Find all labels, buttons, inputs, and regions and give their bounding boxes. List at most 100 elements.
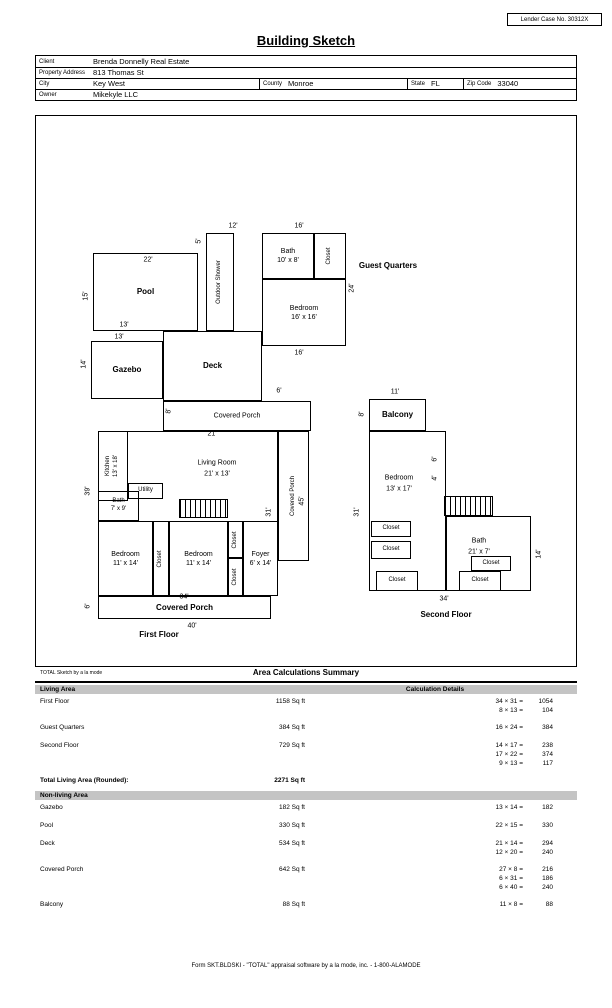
- county-cell: County Monroe: [259, 79, 407, 89]
- summary-row-area: 384 Sq ft: [278, 724, 305, 731]
- dimension-label: Living Room: [197, 459, 237, 467]
- summary-row-name: Deck: [40, 840, 55, 847]
- state-value: FL: [431, 79, 440, 88]
- dimension-label: 34': [179, 593, 189, 601]
- dimension-label: 31': [353, 507, 361, 517]
- second-floor-main-room: [369, 431, 446, 591]
- summary-row-name: Pool: [40, 822, 54, 829]
- page-title: Building Sketch: [256, 33, 356, 48]
- dimension-label: 14': [535, 549, 543, 559]
- dimension-label: 14': [80, 359, 88, 369]
- dimension-label: 15': [82, 291, 90, 301]
- dimension-label: 13': [119, 321, 129, 329]
- lender-case-text: Lender Case No. 30312X: [520, 16, 589, 23]
- dimension-label: 45': [298, 496, 306, 506]
- form-footer: Form SKT.BLDSKI - "TOTAL" appraisal soft…: [191, 963, 421, 969]
- summary-row-calcs: 16 × 24 =384: [495, 724, 553, 731]
- dimension-label: 22': [143, 256, 153, 264]
- sf-closet-3-label: Closet: [482, 559, 500, 566]
- sf-closet-1-room: Closet: [371, 521, 411, 537]
- zip-cell: Zip Code 33040: [463, 79, 576, 89]
- summary-row: Guest Quarters 384 Sq ft 16 × 24 =384: [35, 724, 577, 734]
- owner-value: Mikekyle LLC: [93, 90, 139, 99]
- dimension-label: 34': [439, 595, 449, 603]
- total-living-area-value: 2271 Sq ft: [274, 777, 305, 784]
- closet-hall-lower-label: Closet: [231, 568, 238, 586]
- deck-room: Deck: [163, 331, 262, 401]
- sf-closet-1-label: Closet: [382, 525, 400, 532]
- summary-row-name: Covered Porch: [40, 866, 84, 873]
- floor-title-label: Guest Quarters: [358, 261, 418, 270]
- nonliving-area-header: Non-living Area: [35, 791, 577, 800]
- info-row-address: Property Address 813 Thomas St: [36, 67, 576, 78]
- summary-row-name: Balcony: [40, 901, 64, 908]
- summary-row-calcs: 11 × 8 =88: [499, 901, 553, 908]
- closet-hall-upper-label: Closet: [231, 530, 238, 549]
- dimension-label: 13': [114, 333, 124, 341]
- zip-value: 33040: [497, 79, 519, 88]
- living-area-header: Living Area Calculation Details: [35, 685, 577, 694]
- dimension-label: 21' x 13': [204, 470, 230, 478]
- sf-closet-4-label: Closet: [388, 577, 406, 584]
- dimension-label: 21': [207, 430, 217, 438]
- client-value: Brenda Donnelly Real Estate: [93, 56, 190, 66]
- dimension-label: 24': [348, 283, 356, 293]
- info-row-city: City Key West County Monroe State FL Zip…: [36, 78, 576, 89]
- outdoor-shower-label: Outdoor Shower: [216, 260, 223, 304]
- covered-porch-top-label: Covered Porch: [213, 412, 261, 420]
- summary-row-area: 182 Sq ft: [278, 804, 305, 811]
- owner-label: Owner: [39, 92, 57, 98]
- dimension-label: 31': [265, 507, 273, 517]
- utility-label: Utility: [138, 487, 153, 494]
- summary-row-name: Second Floor: [40, 742, 79, 749]
- summary-row-area: 1158 Sq ft: [275, 698, 305, 705]
- dimension-label: 12': [228, 222, 238, 230]
- closet-between-bedrooms-room: Closet: [153, 521, 169, 596]
- dimension-label: 39': [84, 486, 92, 496]
- summary-row-name: Gazebo: [40, 804, 63, 811]
- county-label: County: [263, 81, 283, 87]
- deck-label: Deck: [202, 360, 223, 370]
- summary-divider: [35, 681, 577, 683]
- dimension-label: 40': [187, 622, 197, 630]
- stairs-second-floor: [444, 496, 493, 516]
- area-calculations-summary: Living Area Calculation Details First Fl…: [35, 685, 577, 919]
- summary-row-name: First Floor: [40, 698, 70, 705]
- balcony-room: Balcony: [369, 399, 426, 431]
- county-value: Monroe: [288, 79, 314, 88]
- dimension-label: 6': [431, 456, 439, 462]
- info-row-client: Client Brenda Donnelly Real Estate: [36, 56, 576, 67]
- summary-row-name: Guest Quarters: [40, 724, 85, 731]
- dimension-label: 8': [358, 411, 366, 417]
- summary-row-area: 534 Sq ft: [278, 840, 305, 847]
- nonliving-area-label: Non-living Area: [40, 792, 88, 799]
- zip-label: Zip Code: [467, 81, 492, 87]
- city-value: Key West: [93, 79, 125, 88]
- property-address-value: 813 Thomas St: [93, 68, 144, 77]
- sf-closet-2-room: Closet: [371, 541, 411, 559]
- info-row-owner: Owner Mikekyle LLC: [36, 89, 576, 100]
- closet-hall-lower-room: Closet: [228, 558, 243, 596]
- dimension-label: 5': [195, 238, 203, 244]
- stairs-first-floor: [179, 499, 228, 518]
- dimension-label: 6': [276, 387, 282, 395]
- gazebo-room: Gazebo: [91, 341, 163, 399]
- info-table: Client Brenda Donnelly Real Estate Prope…: [35, 55, 577, 101]
- sf-closet-2-label: Closet: [382, 546, 400, 553]
- summary-row-calcs: 22 × 15 =330: [495, 822, 553, 829]
